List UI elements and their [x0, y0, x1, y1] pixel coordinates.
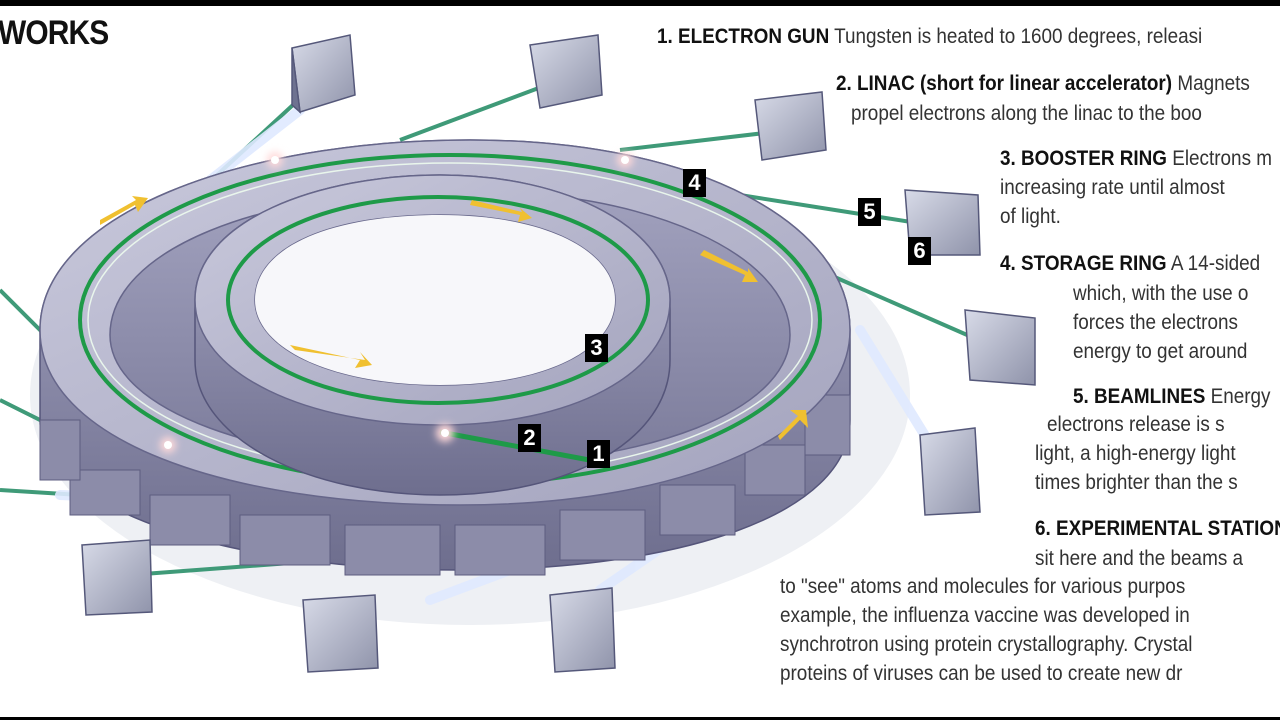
station-box — [81, 539, 153, 616]
step-5-line-2: electrons release is s — [1047, 413, 1225, 436]
station-box — [529, 34, 603, 109]
marker-5: 5 — [858, 198, 881, 226]
step-3-line-1: 3. BOOSTER RING Electrons m — [1000, 147, 1273, 170]
experimental-stations — [81, 34, 1036, 673]
booster-ring-track — [226, 195, 650, 405]
station-box — [549, 587, 616, 673]
station-box — [919, 427, 981, 516]
bottom-border — [0, 717, 1280, 720]
step-6-line-1: 6. EXPERIMENTAL STATION — [1035, 514, 1280, 543]
step-3-line-2: increasing rate until almost — [1000, 176, 1225, 199]
station-box — [754, 91, 827, 161]
step-4-line-3: forces the electrons — [1073, 311, 1238, 334]
step-4-line-4: energy to get around — [1073, 340, 1248, 363]
step-6-line-5: synchrotron using protein crystallograph… — [780, 633, 1193, 656]
step-2-line-2: propel electrons along the linac to the … — [851, 102, 1202, 125]
station-box — [302, 594, 379, 673]
marker-3: 3 — [585, 334, 608, 362]
storage-ring-segments — [39, 394, 851, 576]
marker-2: 2 — [518, 424, 541, 452]
step-4-line-1: 4. STORAGE RING A 14-sided — [1000, 252, 1261, 275]
step-6-line-2: sit here and the beams a — [1035, 547, 1244, 570]
step-4-heading: 4. STORAGE RING — [1000, 252, 1167, 275]
step-5-line-1: 5. BEAMLINES Energy — [1073, 385, 1271, 408]
step-6-heading: 6. EXPERIMENTAL STATION — [1035, 517, 1280, 540]
step-4-line-2: which, with the use o — [1073, 282, 1249, 305]
step-6-line-4: example, the influenza vaccine was devel… — [780, 604, 1190, 627]
marker-4: 4 — [683, 169, 706, 197]
step-5-line-4: times brighter than the s — [1035, 471, 1238, 494]
station-box — [964, 309, 1036, 386]
step-6-line-3: to "see" atoms and molecules for various… — [780, 575, 1186, 598]
step-5-line-3: light, a high-energy light — [1035, 442, 1236, 465]
step-1-line-1: 1. ELECTRON GUN Tungsten is heated to 16… — [657, 25, 1203, 48]
top-border — [0, 0, 1280, 6]
step-2-heading: 2. LINAC (short for linear accelerator) — [836, 72, 1173, 95]
step-1-heading: 1. ELECTRON GUN — [657, 25, 830, 48]
step-2-line-1: 2. LINAC (short for linear accelerator) … — [836, 72, 1250, 95]
step-3-heading: 3. BOOSTER RING — [1000, 147, 1167, 170]
direction-arrows — [100, 196, 808, 440]
electron-glows — [160, 152, 633, 453]
booster-ring-inner-floor — [255, 215, 615, 385]
marker-1: 1 — [587, 440, 610, 468]
station-box — [291, 34, 356, 114]
step-6-line-6: proteins of viruses can be used to creat… — [780, 662, 1183, 685]
diagram-title: WORKS — [0, 14, 109, 52]
marker-6: 6 — [908, 237, 931, 265]
step-5-heading: 5. BEAMLINES — [1073, 385, 1206, 408]
step-3-line-3: of light. — [1000, 205, 1061, 228]
